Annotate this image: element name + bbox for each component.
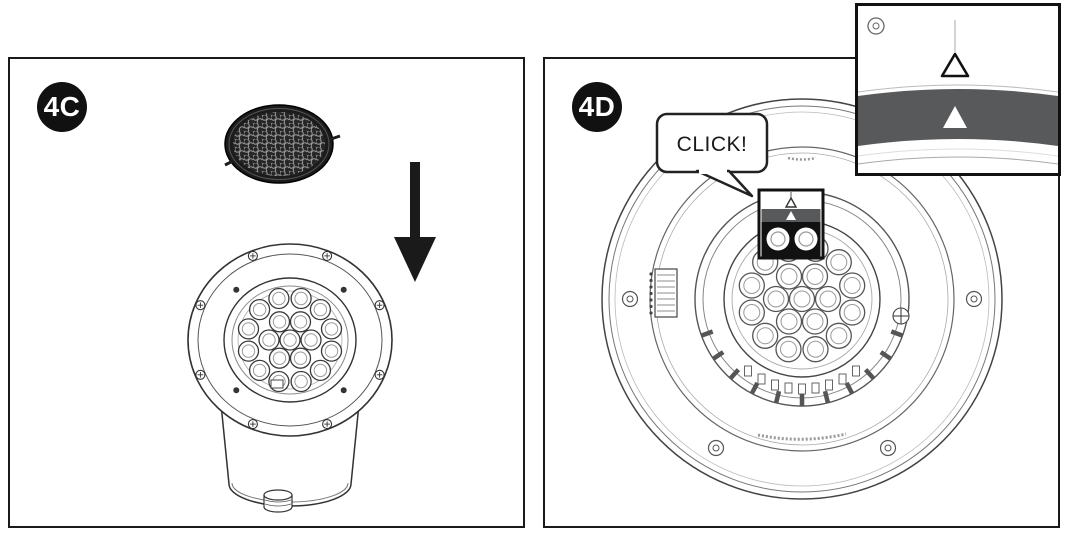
phillips-screw bbox=[892, 307, 910, 325]
step-badge-4c: 4C bbox=[37, 82, 87, 132]
down-arrow-icon bbox=[394, 162, 436, 282]
click-label: CLICK! bbox=[677, 133, 748, 156]
conduit-plug bbox=[263, 489, 293, 513]
light-fixture-face bbox=[187, 243, 393, 437]
detail-inset-panel bbox=[855, 3, 1061, 176]
step-badge-4d-label: 4D bbox=[578, 91, 616, 122]
panel-step-4c: 4C bbox=[8, 57, 525, 528]
terminal-strip bbox=[744, 365, 860, 395]
detail-inset-drawing bbox=[858, 17, 1058, 165]
step-badge-4d: 4D bbox=[572, 82, 622, 132]
screw-hole bbox=[867, 17, 885, 35]
cable-connector bbox=[649, 268, 678, 318]
engraving-marks-top bbox=[787, 156, 817, 161]
panel-4c-drawing bbox=[187, 104, 436, 513]
niche-top-view bbox=[601, 98, 1003, 500]
zoom-highlight-box bbox=[757, 188, 825, 260]
step-badge-4c-label: 4C bbox=[43, 91, 81, 122]
honeycomb-lens-disc bbox=[224, 104, 341, 184]
alignment-triangle-outline-icon bbox=[940, 52, 970, 78]
panel-4d-drawing: CLICK! bbox=[601, 98, 1003, 500]
alignment-triangle-filled-icon bbox=[943, 106, 967, 128]
engraving-marks-bottom bbox=[757, 432, 847, 441]
click-callout-bubble: CLICK! bbox=[655, 112, 769, 198]
